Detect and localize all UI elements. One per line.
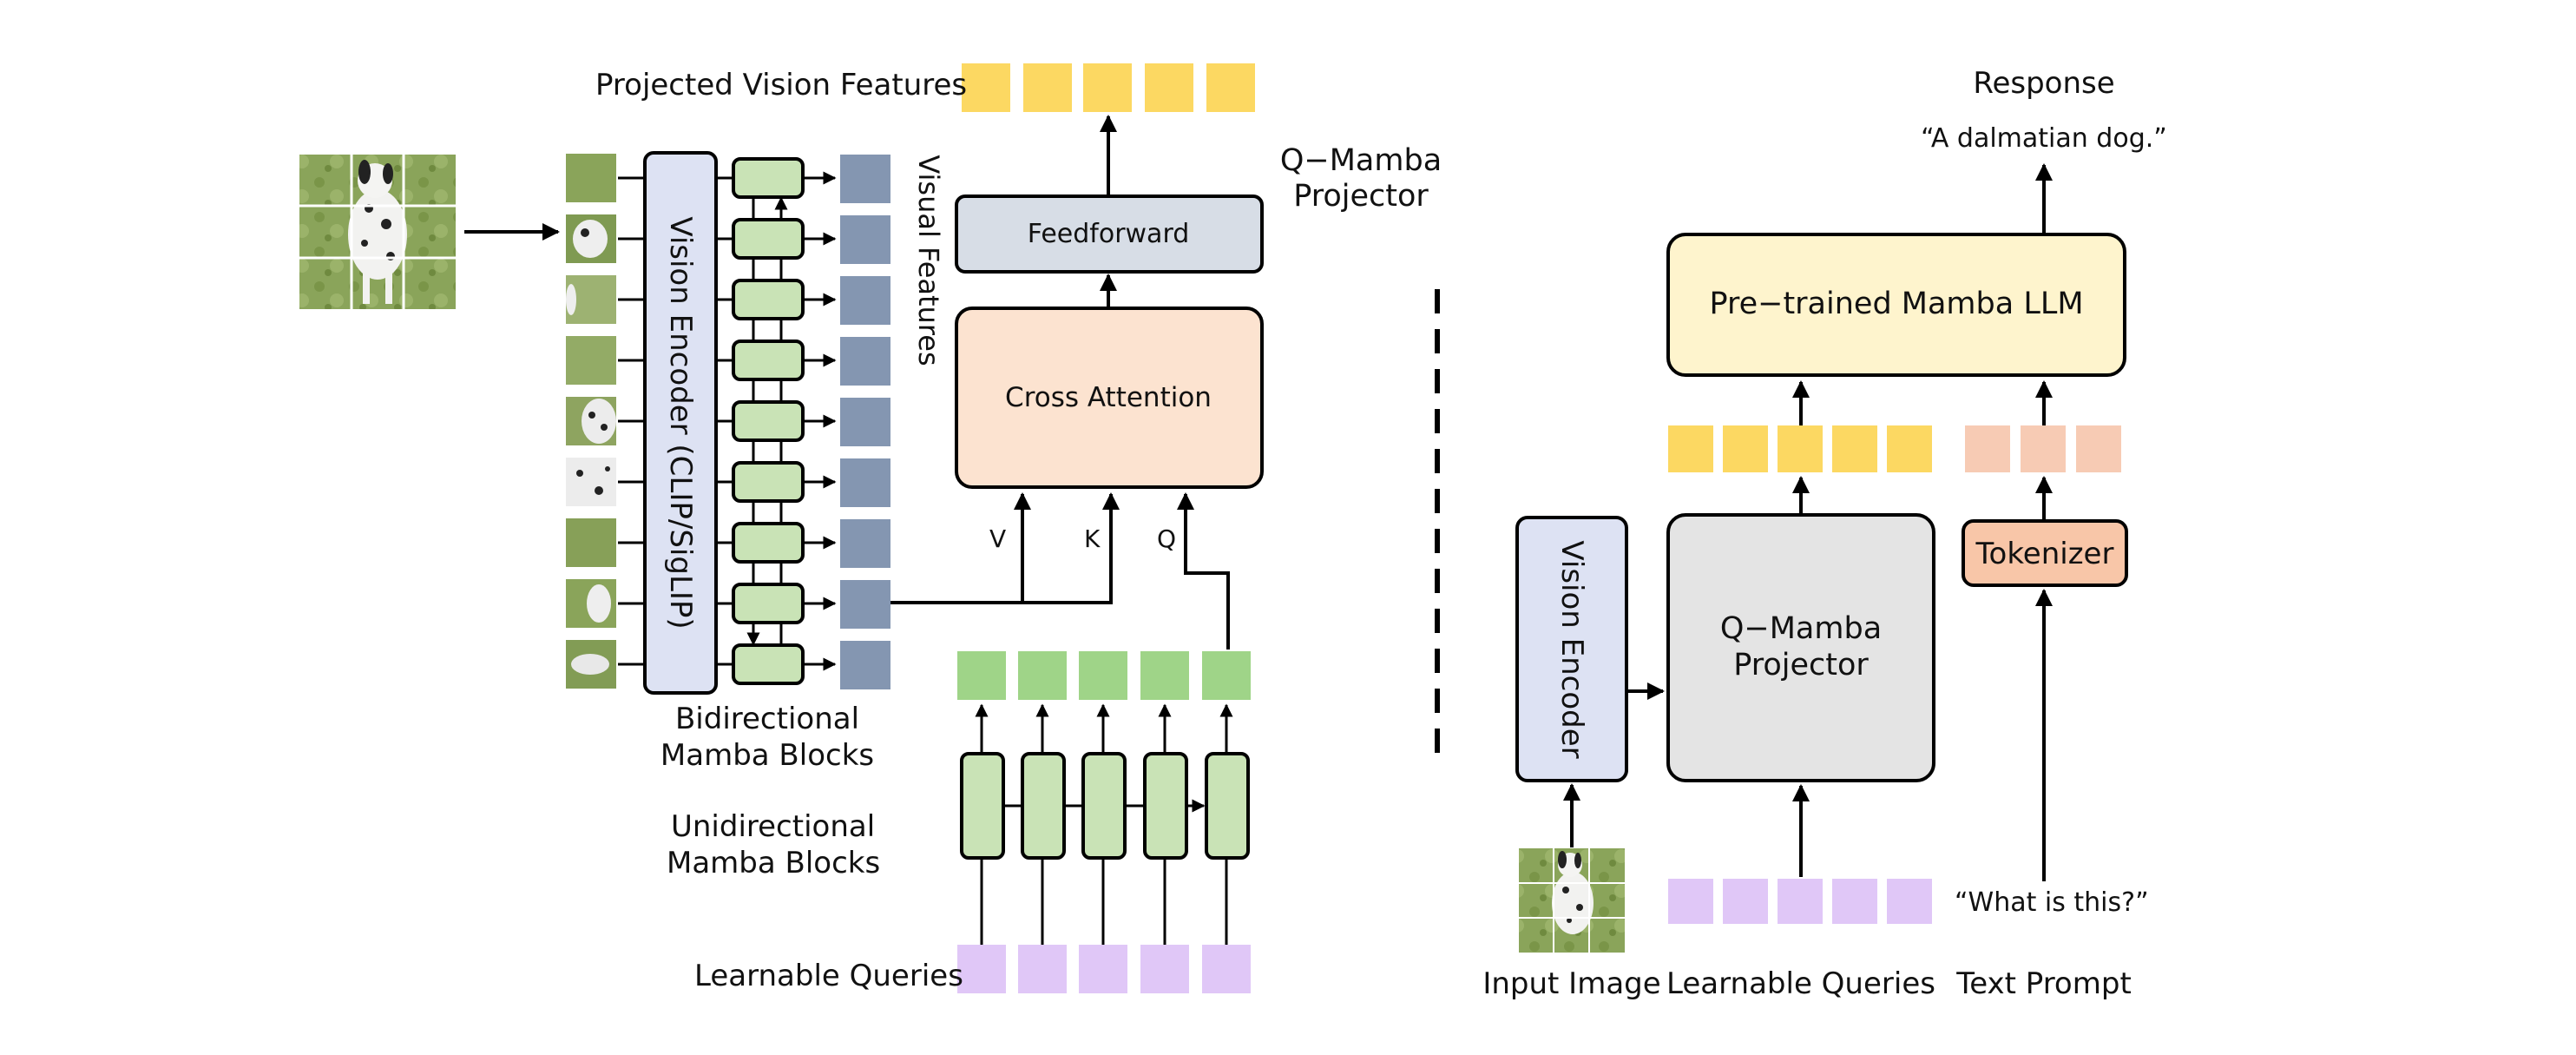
k-label: K [1084,524,1101,553]
feedforward-label: Feedforward [1027,219,1190,249]
vision-encoder-block [643,151,718,695]
qmamba-label-line1: Q−Mamba [1719,611,1883,646]
text-prompt-label: Text Prompt [1956,966,2132,1001]
unidirectional-label-line1: Unidirectional [671,809,876,844]
prompt-text: “What is this?” [1955,887,2149,918]
input-dog-image-right [1519,848,1625,953]
input-dog-image-left [299,155,456,309]
q-label: Q [1157,524,1177,553]
learnable-query-tokens-left [957,945,1251,993]
learnable-queries-label-left: Learnable Queries [694,959,963,993]
text-tokens-right [1965,425,2121,472]
llm-block [1666,233,2126,377]
qmamba-label-line2: Projector [1733,648,1869,682]
vision-encoder-label-right: Vision Encoder [1554,540,1589,759]
projected-tokens-right [1668,425,1932,472]
cross-attention-label: Cross Attention [1005,382,1212,413]
unidirectional-mamba-blocks [960,752,1250,860]
feedforward-block [955,195,1264,274]
learnable-query-tokens-right [1668,879,1932,924]
encoder-to-mamba-lines [716,176,733,666]
image-patches [566,154,616,689]
bidirectional-label-line1: Bidirectional [674,702,860,736]
q-arrow [1177,492,1230,649]
input-image-label: Input Image [1482,966,1661,1001]
bidirectional-mamba-blocks [732,157,805,685]
tokenizer-block [1962,519,2128,587]
mamba-to-feature-arrows [803,171,837,671]
unidirectional-label-line2: Mamba Blocks [667,846,881,880]
visual-features-to-vk [890,492,1120,604]
patch-to-encoder-lines [618,176,645,666]
tokenizer-label: Tokenizer [1975,537,2114,571]
projected-feature-tokens [962,63,1255,112]
qmamba-title-line1: Q−Mamba [1279,143,1442,178]
qmamba-title-line2: Projector [1293,179,1429,214]
cross-attention-block [955,307,1264,489]
qmamba-projector-block [1666,513,1935,782]
response-text: “A dalmatian dog.” [1921,123,2167,154]
visual-feature-tokens [840,155,890,689]
projected-features-label: Projected Vision Features [595,68,968,102]
llm-label: Pre−trained Mamba LLM [1709,287,2084,321]
v-label: V [989,524,1007,553]
learnable-queries-label-right: Learnable Queries [1666,966,1935,1001]
response-label: Response [1973,66,2115,101]
bidirectional-label-line2: Mamba Blocks [660,738,875,773]
visual-features-label: Visual Features [912,155,945,366]
vision-encoder-block-right [1515,516,1628,782]
vision-encoder-label: Vision Encoder (CLIP/SigLIP) [663,216,698,630]
query-output-tokens [957,651,1251,700]
